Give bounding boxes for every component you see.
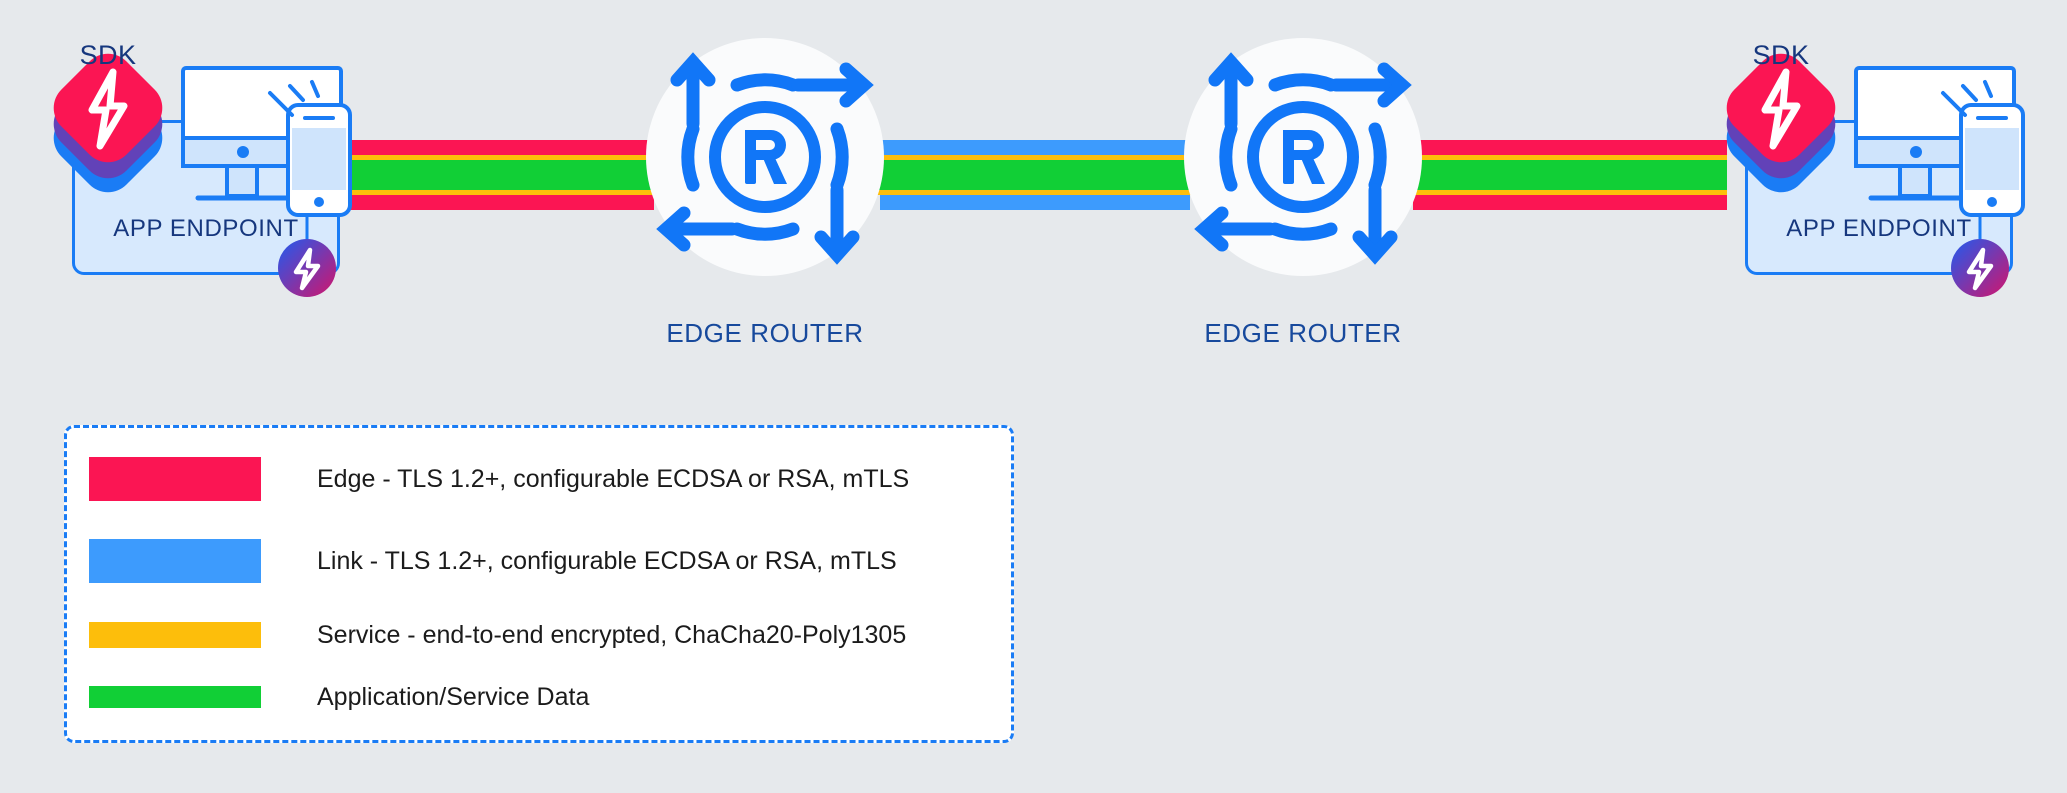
legend-item: Service - end-to-end encrypted, ChaCha20…: [89, 606, 991, 664]
pipe-edge-red-left-top: [340, 140, 654, 162]
right-sdk-connector-line: [1857, 103, 1905, 120]
left-router-label: EDGE ROUTER: [666, 318, 864, 348]
legend-swatch-service: [89, 622, 261, 648]
pipe-edge-red-right-top: [1413, 140, 1727, 162]
pipe-edge-red-left-bottom: [340, 188, 654, 210]
left-sdk-label: SDK: [79, 40, 137, 70]
pipe-service-yellow-top: [340, 155, 1727, 175]
right-router-circle[interactable]: [1184, 38, 1422, 276]
legend-label-edge: Edge - TLS 1.2+, configurable ECDSA or R…: [317, 464, 910, 493]
legend-swatch-application-data: [89, 686, 261, 708]
left-app-endpoint-label: APP ENDPOINT: [113, 215, 299, 242]
pipe-link-blue-bottom: [880, 188, 1190, 210]
right-sdk-label: SDK: [1752, 40, 1810, 70]
right-app-endpoint-label: APP ENDPOINT: [1786, 215, 1972, 242]
pipe-service-yellow-bottom: [340, 175, 1727, 195]
pipe-application-data-green: [340, 160, 1727, 190]
right-app-endpoint-panel[interactable]: [1745, 120, 2013, 275]
legend-label-link: Link - TLS 1.2+, configurable ECDSA or R…: [317, 546, 897, 575]
legend-item: Application/Service Data: [89, 668, 991, 726]
legend-label-application-data: Application/Service Data: [317, 682, 590, 711]
right-router-label: EDGE ROUTER: [1204, 318, 1402, 348]
legend-swatch-edge: [89, 457, 261, 501]
pipe-edge-red-right-bottom: [1413, 188, 1727, 210]
legend-item: Edge - TLS 1.2+, configurable ECDSA or R…: [89, 450, 991, 508]
legend-item: Link - TLS 1.2+, configurable ECDSA or R…: [89, 532, 991, 590]
left-sdk-connector-line: [184, 103, 232, 120]
pipe-link-blue-top: [880, 140, 1190, 162]
left-router-circle[interactable]: [646, 38, 884, 276]
legend-panel: Edge - TLS 1.2+, configurable ECDSA or R…: [64, 425, 1014, 743]
left-app-endpoint-panel[interactable]: [72, 120, 340, 275]
legend-swatch-link: [89, 539, 261, 583]
legend-label-service: Service - end-to-end encrypted, ChaCha20…: [317, 620, 907, 649]
